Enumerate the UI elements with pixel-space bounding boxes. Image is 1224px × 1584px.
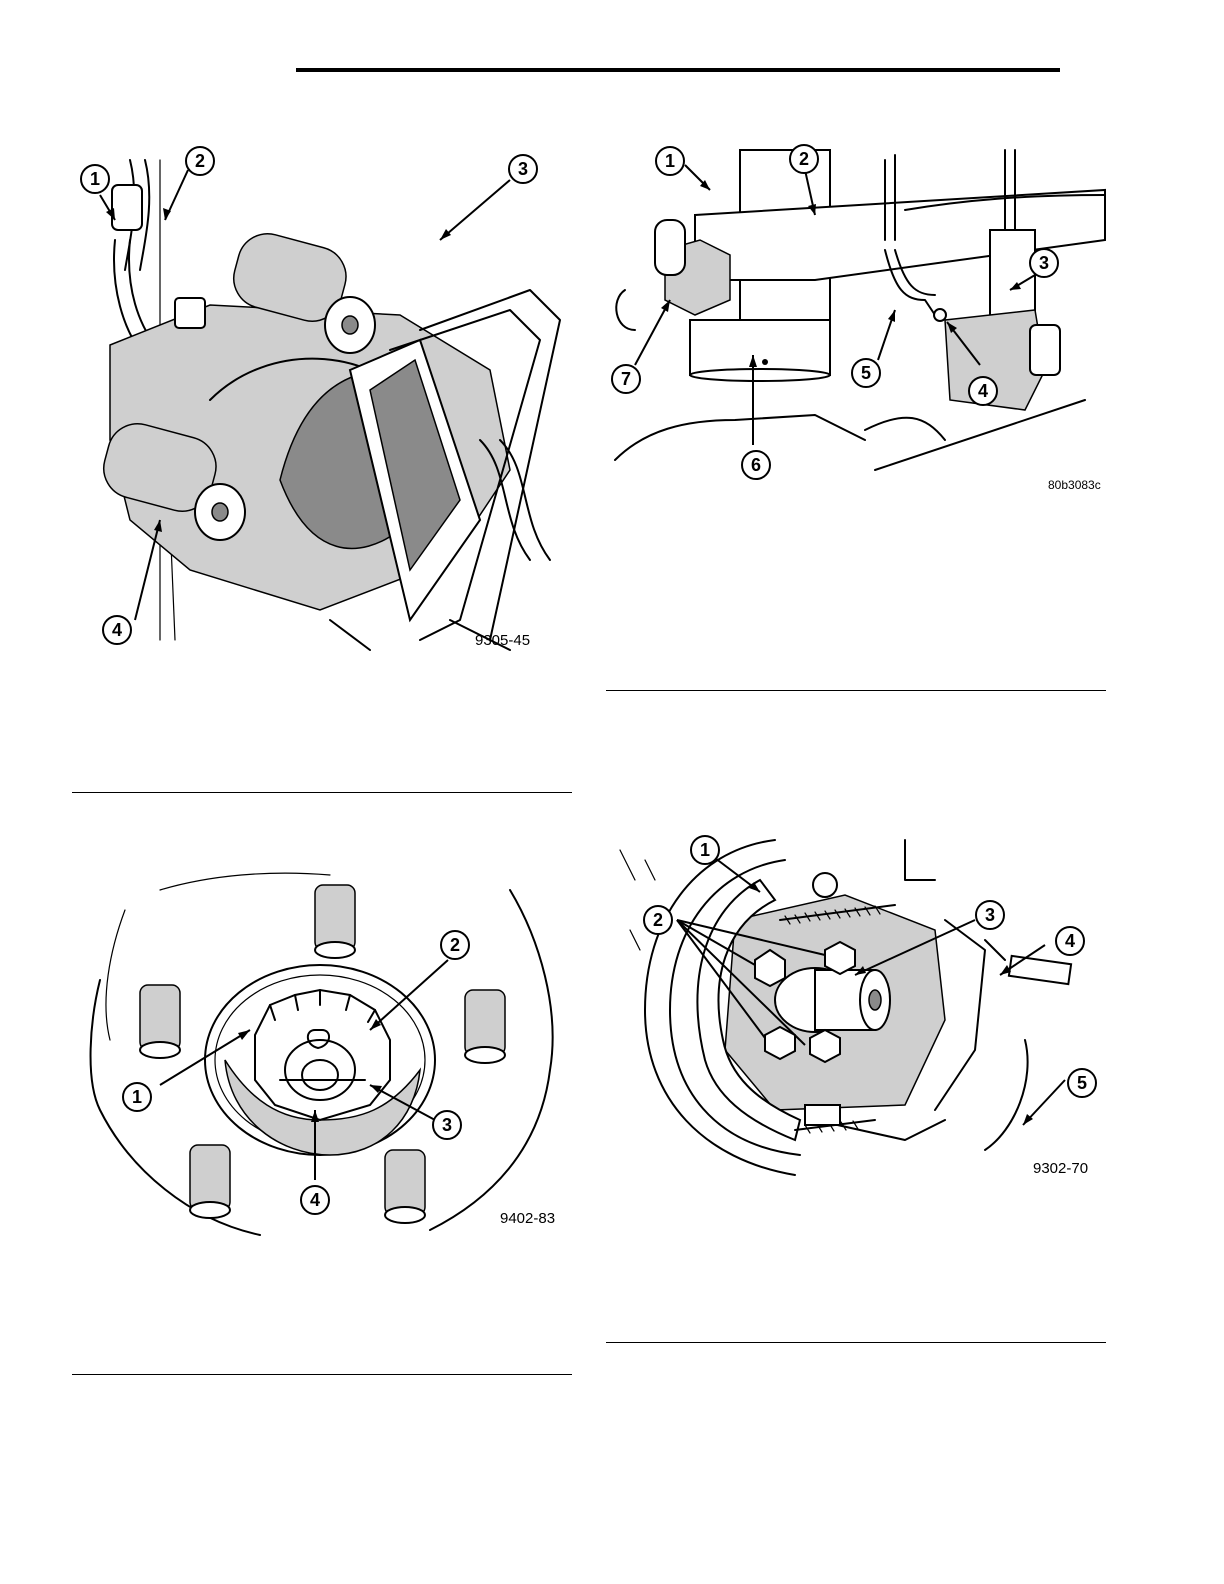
figure-tie-rod: 1 2 3 4 5 6 7 80b3083c [605,140,1110,490]
callout-3: 3 [1029,248,1059,278]
callout-2: 2 [643,905,673,935]
callout-2: 2 [789,144,819,174]
divider [72,792,572,793]
divider [72,1374,572,1375]
figure-code: 9302-70 [1033,1160,1088,1177]
callout-1: 1 [690,835,720,865]
callout-5: 5 [1067,1068,1097,1098]
callout-1: 1 [655,146,685,176]
figure-code: 9305-45 [475,632,530,649]
divider [606,1342,1106,1343]
callout-2: 2 [185,146,215,176]
callout-4: 4 [102,615,132,645]
callout-4: 4 [300,1185,330,1215]
tie-rod-illustration [605,140,1110,490]
header-rule [296,68,1060,72]
callout-1: 1 [80,164,110,194]
figure-code: 9402-83 [500,1210,555,1227]
figure-caliper: 1 2 3 4 9305-45 [70,140,570,660]
divider [606,690,1106,691]
callout-5: 5 [851,358,881,388]
caliper-illustration [70,140,570,660]
callout-3: 3 [975,900,1005,930]
figure-hub-nut: 1 2 3 4 9402-83 [70,870,570,1250]
backing-plate-illustration [605,820,1110,1190]
callout-7: 7 [611,364,641,394]
callout-1: 1 [122,1082,152,1112]
callout-6: 6 [741,450,771,480]
figure-code: 80b3083c [1048,478,1101,492]
callout-4: 4 [968,376,998,406]
callout-4: 4 [1055,926,1085,956]
callout-3: 3 [432,1110,462,1140]
callout-2: 2 [440,930,470,960]
callout-3: 3 [508,154,538,184]
figure-backing-plate: 1 2 3 4 5 9302-70 [605,820,1110,1190]
